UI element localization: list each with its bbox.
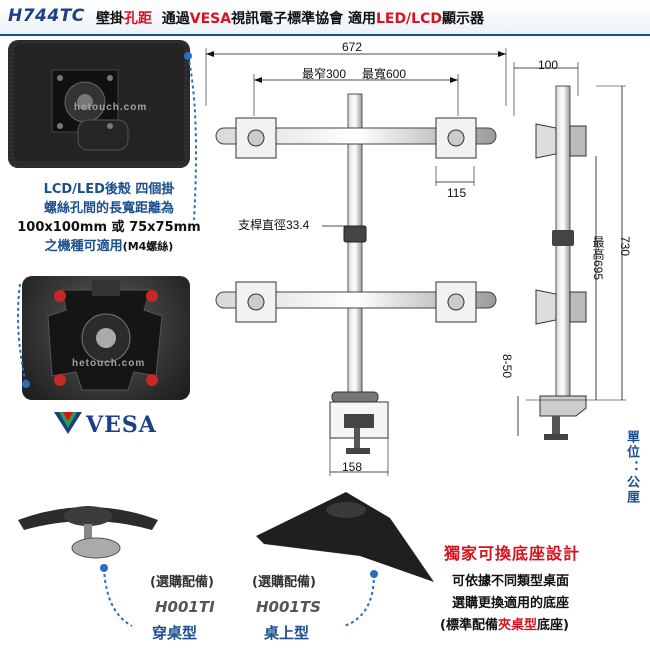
vesa-desc-line: 100x100mm 或 75x75mm	[17, 220, 201, 235]
monitor-back-photo: hetouch.com	[8, 40, 190, 168]
watermark-text: hetouch.com	[72, 358, 146, 369]
grommet-base-image	[18, 506, 158, 559]
vesa-plate-icon	[8, 40, 190, 168]
front-view-diagram	[205, 48, 507, 476]
desktop-base-image	[256, 492, 434, 582]
header-bar	[0, 0, 650, 36]
headline-part: 顯示器	[442, 11, 484, 27]
vesa-desc-line: 之機種可適用	[44, 239, 123, 254]
vesa-logo-text: VESA	[86, 412, 157, 438]
connector-line	[184, 52, 197, 221]
headline-part: 視訊電子標準協會 適用	[231, 11, 376, 27]
option2-type: 桌上型	[264, 624, 310, 642]
dim-arm-offset: 115	[447, 186, 467, 200]
vesa-desc-tail: (M4螺絲)	[122, 240, 174, 253]
vesa-desc-line: LCD/LED後殼 四個掛	[43, 182, 175, 197]
dim-total-height: 730	[618, 236, 632, 257]
dim-max-height: 最高695	[591, 236, 605, 281]
exclusive-line: (標準配備夾桌型底座)	[440, 614, 569, 633]
exclusive-highlight: 夾桌型	[497, 618, 537, 633]
side-view-diagram	[513, 62, 626, 440]
connector-line	[17, 283, 30, 388]
unit-label: 單位：公厘	[624, 430, 639, 505]
dim-min-width: 最窄300	[302, 67, 347, 81]
headline-part: 壁掛	[96, 11, 124, 27]
option1-type: 穿桌型	[152, 624, 198, 642]
dim-clamp-range: 8-50	[500, 354, 514, 379]
vesa-logo-icon	[54, 412, 82, 434]
dim-max-width: 最寬600	[362, 67, 407, 81]
exclusive-title: 獨家可換底座設計	[444, 544, 581, 563]
exclusive-line: 可依據不同類型桌面	[452, 574, 570, 589]
exclusive-part: (標準配備	[440, 618, 498, 633]
dim-pole-diameter: 支桿直徑33.4	[238, 218, 310, 232]
vesa-description: LCD/LED後殼 四個掛 螺絲孔間的長寬距離為 100x100mm 或 75x…	[14, 180, 204, 256]
exclusive-part: 底座)	[536, 618, 569, 633]
connector-line	[100, 564, 133, 627]
dim-total-width: 672	[342, 40, 363, 54]
option1-code: H001TI	[155, 598, 215, 616]
dim-side-depth: 100	[538, 58, 559, 72]
watermark-text: hetouch.com	[74, 102, 148, 113]
option2-code: H001TS	[256, 598, 321, 616]
option1-label: (選購配備)	[150, 575, 214, 590]
vesa-plate-closeup-icon	[47, 280, 163, 391]
headline-part: 通過	[161, 11, 190, 27]
headline-highlight: 孔距	[124, 11, 152, 27]
vesa-desc-line: 螺絲孔間的長寬距離為	[43, 201, 174, 216]
headline-highlight: LED/LCD	[375, 11, 442, 27]
option2-label: (選購配備)	[252, 575, 316, 590]
model-number: H744TC	[8, 6, 85, 26]
headline-highlight: VESA	[189, 11, 232, 27]
plate-closeup-photo: hetouch.com	[22, 276, 190, 400]
exclusive-line: 選購更換適用的底座	[452, 596, 570, 611]
connector-line	[343, 570, 378, 627]
headline: 壁掛孔距 通過VESA視訊電子標準協會 適用LED/LCD顯示器	[96, 8, 484, 28]
dim-base-width: 158	[342, 460, 363, 474]
